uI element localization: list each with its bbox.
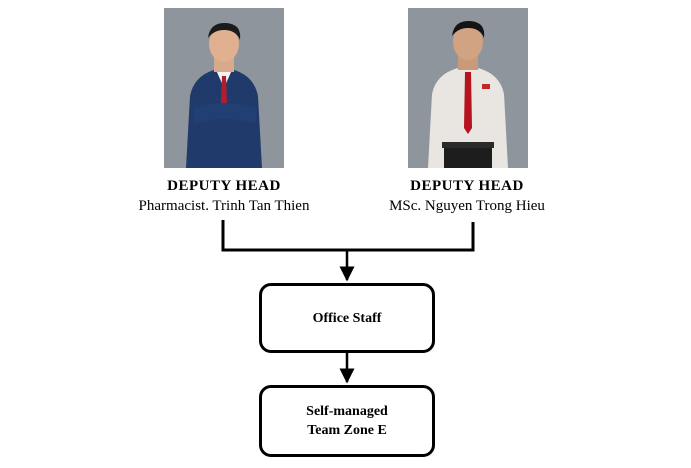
deputy-head-right-name: MSc. Nguyen Trong Hieu — [389, 198, 545, 214]
deputy-head-right-photo — [408, 8, 528, 168]
deputy-head-right-role: DEPUTY HEAD — [410, 178, 524, 194]
deputy-head-left-role: DEPUTY HEAD — [167, 178, 281, 194]
team-label-line2: Team Zone E — [307, 423, 387, 438]
portrait-suit-illustration — [164, 8, 284, 168]
deputy-head-left-photo — [164, 8, 284, 168]
deputy-head-left-name: Pharmacist. Trinh Tan Thien — [138, 198, 310, 214]
team-label-line1: Self-managed — [306, 404, 388, 419]
deputies-join-line — [221, 220, 475, 252]
office-staff-node: Office Staff — [259, 283, 435, 353]
deputy-head-left-caption: DEPUTY HEAD Pharmacist. Trinh Tan Thien — [94, 177, 354, 216]
office-staff-label: Office Staff — [312, 310, 382, 326]
portrait-shirt-illustration — [408, 8, 528, 168]
self-managed-team-node: Self-managed Team Zone E — [259, 385, 435, 457]
deputy-head-right-caption: DEPUTY HEAD MSc. Nguyen Trong Hieu — [337, 177, 597, 216]
